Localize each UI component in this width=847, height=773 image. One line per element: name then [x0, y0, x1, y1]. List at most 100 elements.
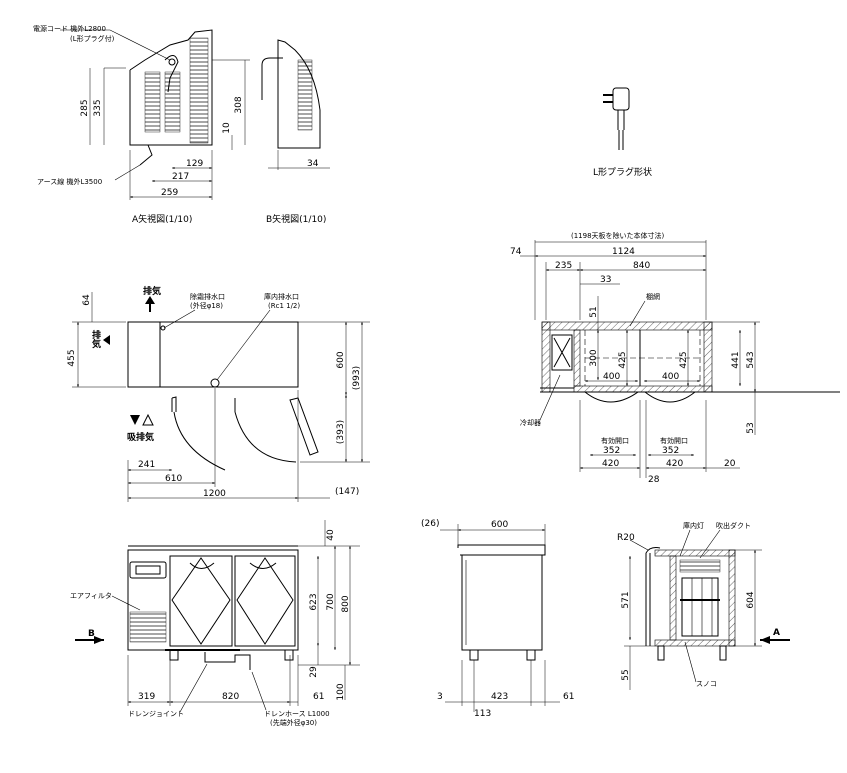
defrost-drain-label: 除霜排水口 [190, 292, 225, 301]
inner-drain-note: (Rc1 1/2) [268, 302, 300, 310]
dim-55: 55 [621, 669, 631, 680]
duct-label: 吹出ダクト [716, 521, 751, 530]
drain-hose-note: (先端外径φ30) [270, 718, 317, 727]
dim-53: 53 [746, 422, 756, 433]
sunoko-label: スノコ [696, 680, 717, 688]
dim-600: 600 [336, 351, 346, 368]
dim-51: 51 [589, 306, 599, 317]
cross-section: R20 庫内灯 吹出ダクト 571 604 55 スノコ A [617, 521, 790, 690]
dim-300: 300 [589, 349, 599, 366]
dim-113: 113 [474, 709, 491, 719]
duct-grille [679, 559, 721, 573]
front-door-right [234, 555, 296, 647]
dim-129: 129 [186, 159, 203, 169]
dim-34: 34 [307, 159, 319, 169]
dim-61: 61 [313, 692, 324, 702]
shelf-net-label: 棚網 [646, 292, 660, 301]
r20-label: R20 [617, 533, 635, 543]
dim-147: (147) [335, 487, 359, 497]
dim-441: 441 [731, 351, 741, 368]
plan-view: 排気 排気 吸排気 除霜排水口 (外径φ18) 庫内排水口 (Rc1 1/2) … [67, 285, 370, 502]
exhaust-label: 排気 [143, 285, 161, 297]
dim-241: 241 [138, 460, 155, 470]
air-filter-label: エアフィルタ [70, 591, 112, 600]
dim-400b: 400 [662, 372, 679, 382]
dim-604: 604 [746, 591, 756, 608]
dim-820: 820 [222, 692, 239, 702]
side-body [461, 554, 543, 651]
dim-420b: 420 [666, 459, 683, 469]
dim-28: 28 [648, 475, 660, 485]
defrost-drain-note: (外径φ18) [190, 301, 223, 310]
plug-shape: L形プラグ形状 [593, 87, 652, 178]
dim-610: 610 [165, 474, 182, 484]
view-b: 34 B矢視図(1/10) [261, 39, 330, 225]
front-door-left [169, 555, 233, 647]
dim-33: 33 [600, 275, 611, 285]
view-a: 電源コード 機外L2800 (L形プラグ付) 335 285 308 10 12… [33, 24, 250, 225]
grille-mid [164, 71, 181, 133]
plan-body [127, 321, 299, 388]
dim-543: 543 [746, 351, 756, 368]
dim-10: 10 [222, 122, 232, 134]
arrow-b-label: B [88, 629, 95, 639]
inner-drain-label: 庫内排水口 [264, 292, 299, 301]
view-b-title: B矢視図(1/10) [266, 213, 326, 225]
drain-joint-label: ドレンジョイント [128, 710, 184, 718]
dim-993: (993) [352, 366, 362, 390]
dim-40: 40 [326, 529, 336, 541]
exhaust-v-label: 排気 [90, 329, 101, 349]
cooler-label: 冷却器 [520, 418, 541, 427]
dim-319: 319 [138, 692, 155, 702]
view-a-title: A矢視図(1/10) [132, 213, 192, 225]
section-view: (1198天板を除いた本体寸法) 1124 74 235 840 33 51 [510, 231, 840, 485]
drain-hose-label: ドレンホース L1000 [264, 710, 330, 718]
grille-right [189, 37, 209, 144]
plug-shape-label: L形プラグ形状 [593, 166, 652, 178]
inner-light-label: 庫内灯 [683, 521, 704, 530]
dim-259: 259 [161, 188, 178, 198]
arrow-a-label: A [773, 628, 780, 638]
dim-335: 335 [93, 99, 103, 116]
grille-side [297, 59, 313, 131]
dim-74: 74 [510, 247, 522, 257]
dim-352a: 352 [603, 446, 620, 456]
dim-285: 285 [80, 99, 90, 116]
dim-235: 235 [555, 261, 572, 271]
dim-425a: 425 [618, 351, 628, 368]
intake-exhaust-label: 吸排気 [127, 431, 154, 443]
dim-571: 571 [621, 591, 631, 608]
dim-800: 800 [341, 595, 351, 612]
dim-420a: 420 [602, 459, 619, 469]
dim-623: 623 [309, 593, 319, 610]
side-view: (26) 600 3 423 61 113 [421, 519, 574, 719]
dim-600-side: 600 [491, 520, 508, 530]
dim-425b: 425 [679, 351, 689, 368]
dim-393: (393) [336, 420, 346, 444]
dim-840: 840 [633, 261, 650, 271]
front-view: エアフィルタ B 40 623 700 800 29 100 319 820 6… [70, 520, 360, 727]
dim-3: 3 [437, 692, 443, 702]
dim-217: 217 [172, 172, 189, 182]
dim-455: 455 [67, 349, 77, 366]
dim-100: 100 [336, 683, 346, 700]
dim-64: 64 [82, 294, 92, 306]
dim-20: 20 [724, 459, 736, 469]
dim-352b: 352 [662, 446, 679, 456]
opening-b-label: 有効開口 [660, 436, 688, 445]
plug-note-label: (L形プラグ付) [70, 34, 115, 43]
dim-29: 29 [309, 666, 319, 678]
overall-note: (1198天板を除いた本体寸法) [571, 231, 665, 240]
earth-wire-label: アース線 機外L3500 [37, 177, 102, 186]
dim-61-side: 61 [563, 692, 574, 702]
dim-400a: 400 [603, 372, 620, 382]
opening-a-label: 有効開口 [601, 436, 629, 445]
air-filter [129, 611, 167, 643]
grille-left [144, 71, 161, 133]
dim-423: 423 [491, 692, 508, 702]
dim-308: 308 [234, 96, 244, 113]
dim-700: 700 [326, 593, 336, 610]
dim-1124: 1124 [612, 247, 635, 257]
